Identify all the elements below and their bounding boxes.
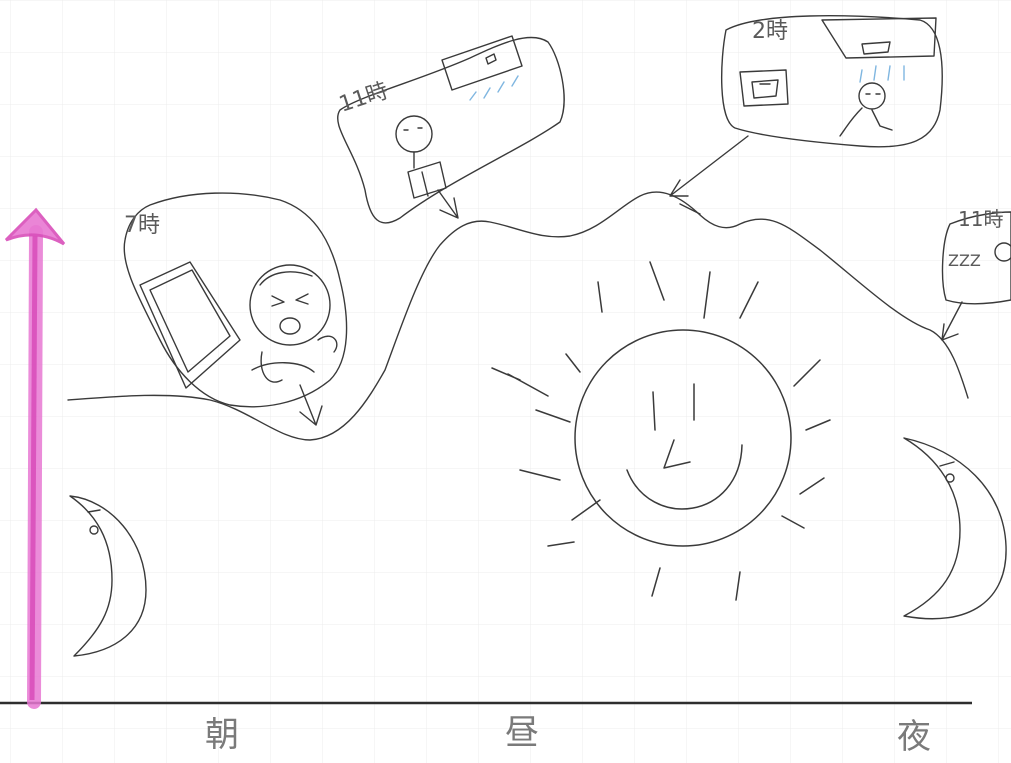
axis-label-morning: 朝 [205, 718, 239, 752]
axis-label-night: 夜 [897, 720, 931, 754]
axis-label-noon: 昼 [505, 716, 539, 750]
scene-wake-time: 7時 [124, 213, 160, 238]
scene-sleep-time: 11時 [958, 207, 1003, 231]
scene-sleep-zzz: ZZZ [948, 251, 981, 270]
scene-afternoon-time: 2時 [752, 19, 788, 44]
